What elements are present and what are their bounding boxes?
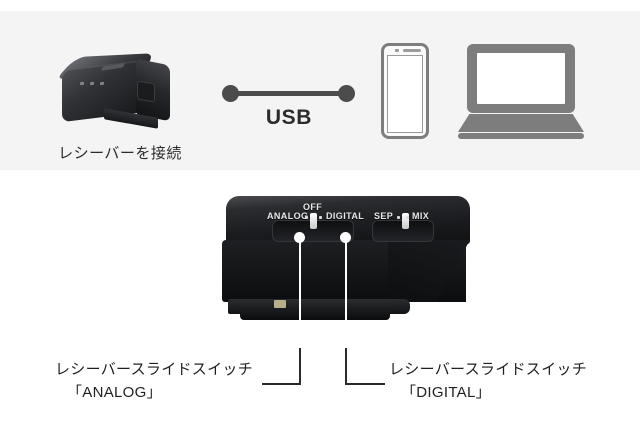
device-label-off: OFF	[303, 202, 323, 212]
receiver-caption: レシーバーを接続	[58, 145, 182, 162]
sep-mix-switch-knob[interactable]	[402, 213, 409, 229]
laptop-front-edge	[458, 133, 584, 139]
laptop-icon	[458, 44, 584, 139]
wireless-receiver-photo	[56, 49, 182, 133]
analog-digital-switch-knob[interactable]	[310, 213, 317, 229]
callout-label-digital-line2: 「DIGITAL」	[401, 384, 491, 401]
switch-position-dot-mix	[406, 216, 409, 219]
device-label-digital: DIGITAL	[326, 211, 365, 221]
callout-leader-analog-upper	[299, 238, 301, 348]
receiver-slide-switch-photo: ANALOG OFF DIGITAL SEP MIX	[222, 196, 472, 344]
usb-label: USB	[265, 106, 313, 129]
callout-leader-analog-vertical	[299, 348, 301, 385]
callout-label-digital-line1: レシーバースライドスイッチ	[389, 361, 588, 378]
callout-leader-digital-upper	[345, 238, 347, 348]
laptop-keyboard-base	[458, 114, 584, 132]
switch-position-dot-digital	[319, 216, 322, 219]
usb-cable-line	[230, 91, 346, 96]
callout-marker-digital	[340, 232, 351, 243]
callout-label-analog: レシーバースライドスイッチ 「ANALOG」	[55, 358, 253, 404]
connection-diagram-panel: レシーバーを接続 USB	[0, 11, 640, 170]
switch-position-dot-analog	[305, 216, 308, 219]
callout-leader-digital-vertical	[345, 348, 347, 385]
phone-camera-dot-icon	[395, 49, 399, 52]
receiver-usb-port	[137, 80, 155, 103]
switch-position-dot-sep	[397, 216, 400, 219]
device-shoe-base	[240, 311, 390, 320]
usb-plug-right-icon	[338, 85, 355, 102]
smartphone-icon	[381, 43, 429, 139]
callout-label-analog-line1: レシーバースライドスイッチ	[55, 361, 254, 378]
callout-marker-analog	[294, 232, 305, 243]
device-label-sep: SEP	[374, 211, 394, 221]
callout-label-analog-line2: 「ANALOG」	[67, 384, 162, 401]
laptop-lid	[467, 44, 575, 113]
phone-speaker-icon	[403, 49, 421, 52]
callout-label-digital: レシーバースライドスイッチ 「DIGITAL」	[389, 358, 587, 404]
callout-leader-digital-horizontal	[345, 383, 385, 385]
callout-leader-analog-horizontal	[262, 383, 301, 385]
device-label-mix: MIX	[412, 211, 430, 221]
device-label-analog: ANALOG	[267, 211, 309, 221]
device-contacts	[274, 300, 286, 308]
phone-screen	[387, 55, 423, 133]
device-shoe-foot	[228, 299, 410, 314]
usb-cable-icon: USB	[216, 79, 362, 131]
laptop-screen	[477, 53, 565, 104]
